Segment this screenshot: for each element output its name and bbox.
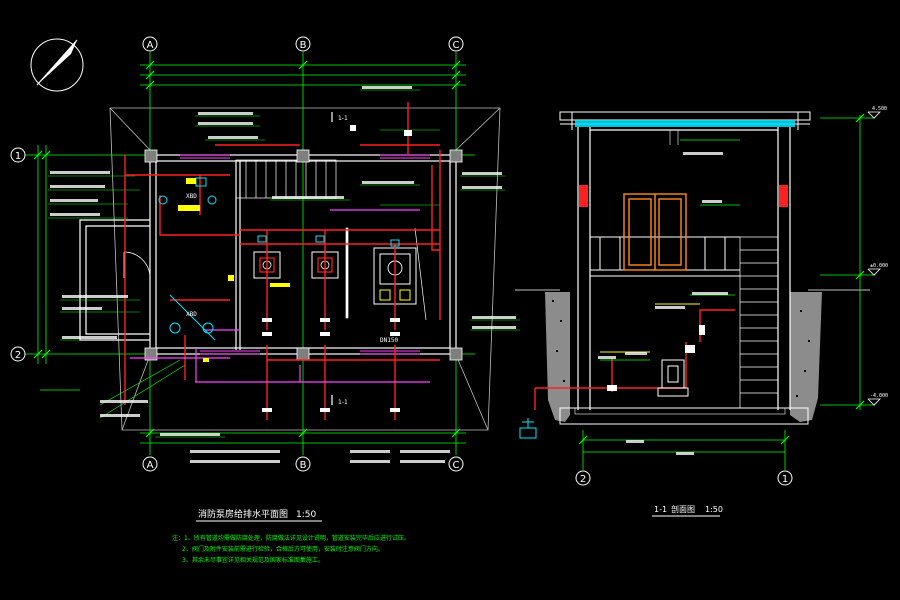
svg-text:C: C <box>453 460 460 471</box>
soil-hatch <box>545 292 822 422</box>
section-title-word: 剖面图 <box>671 504 695 514</box>
section-scale: 1:50 <box>705 505 723 514</box>
section-cut-label-top: 1-1 <box>338 115 348 122</box>
stair <box>739 236 779 408</box>
well-icon <box>519 418 537 439</box>
svg-text:A: A <box>147 460 154 471</box>
axis-bubble-a-bottom: A <box>142 456 158 472</box>
axis-bubble-c-top: C <box>448 36 464 52</box>
pump-label: XBD <box>186 193 197 200</box>
axis-bubbles: A B C A B C 1 <box>10 36 464 472</box>
pipe-size-label: DN150 <box>380 337 398 344</box>
section-axis-bubble-2: 2 <box>575 470 591 486</box>
elevation-top: 4.500 <box>872 106 887 112</box>
pump-label: XBD <box>186 311 197 318</box>
axis-bubble-c-bottom: C <box>448 456 464 472</box>
section-axis-bubble-1: 1 <box>777 470 793 486</box>
note-line-2: 2、阀门及附件安装前需进行检验，合格后方可使用，安装时注意阀门方向。 <box>182 545 384 553</box>
axis-bubble-1: 1 <box>10 147 26 163</box>
section-view: 4.500 ±0.000 -4.000 2 1 1-1 剖面图 1:50 <box>515 106 888 517</box>
svg-text:2: 2 <box>580 474 586 485</box>
axis-bubble-b-top: B <box>295 36 311 52</box>
svg-text:C: C <box>453 40 460 51</box>
axis-bubble-b-bottom: B <box>295 456 311 472</box>
north-arrow-icon <box>30 38 84 92</box>
elevation-ground: ±0.000 <box>870 263 888 269</box>
plan-scale: 1:50 <box>296 510 316 520</box>
note-line-1: 注：1、所有管道均需做防腐处理，防腐做法详见设计说明，管道安装完毕后应进行试压。 <box>172 534 410 542</box>
svg-text:A: A <box>147 40 154 51</box>
section-cut-label-bottom: 1-1 <box>338 399 348 406</box>
door-icon <box>623 193 687 271</box>
pump-group <box>253 247 417 305</box>
elevation-bottom: -4.000 <box>870 393 888 399</box>
plan-caption: 消防泵房给排水平面图 <box>198 508 288 520</box>
svg-text:1: 1 <box>782 474 788 485</box>
svg-text:B: B <box>300 40 307 51</box>
svg-text:1: 1 <box>15 151 21 162</box>
floor-plan: A B C A B C 1 <box>10 36 520 522</box>
axis-bubble-a-top: A <box>142 36 158 52</box>
note-line-3: 3、其余未尽事宜详见相关规范及国家标准图集施工。 <box>182 556 324 564</box>
svg-text:2: 2 <box>15 350 21 361</box>
svg-text:B: B <box>300 460 307 471</box>
section-title: 1-1 <box>654 505 667 514</box>
design-notes: 注：1、所有管道均需做防腐处理，防腐做法详见设计说明，管道安装完毕后应进行试压。… <box>172 534 410 564</box>
axis-bubble-2: 2 <box>10 346 26 362</box>
section-pump-icon <box>657 359 689 397</box>
